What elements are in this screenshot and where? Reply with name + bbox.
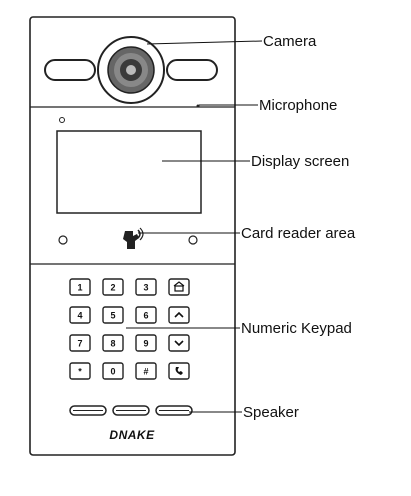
camera-leader [146,40,263,45]
speaker-slot-2 [112,405,150,416]
left-indicator [58,235,68,245]
microphone-label: Microphone [259,97,337,114]
keypad-key[interactable]: 7 [69,334,91,352]
keypad-key-label: 6 [143,311,148,321]
keypad-key-label: * [78,367,82,377]
display-screen [56,130,202,214]
numeric-keypad: 1 2 3 4 5 6 7 8 9 * 0 # [69,278,190,380]
keypad-key-label: # [143,367,148,377]
card-reader-label: Card reader area [241,225,356,242]
keypad-key[interactable]: 9 [135,334,157,352]
phone-icon [175,367,183,375]
microphone-hole [196,104,200,108]
speaker-label: Speaker [243,404,299,421]
keypad-key[interactable]: 5 [102,306,124,324]
keypad-key[interactable]: 8 [102,334,124,352]
camera-label: Camera [263,33,317,50]
keypad-key[interactable]: 4 [69,306,91,324]
keypad-key[interactable]: 0 [102,362,124,380]
right-indicator [188,235,198,245]
brand-logo: DNAKE [109,428,155,442]
display-label: Display screen [251,153,349,170]
keypad-key[interactable] [168,362,190,380]
chevron-up-icon [174,311,184,318]
speaker-slot-1 [69,405,107,416]
status-led [59,117,65,123]
keypad-key-label: 8 [110,339,115,349]
keypad-key[interactable]: 1 [69,278,91,296]
keypad-key[interactable] [168,278,190,296]
keypad-key-label: 9 [143,339,148,349]
keypad-key[interactable]: * [69,362,91,380]
building-icon [173,281,185,292]
card-reader-icon [123,227,144,249]
keypad-key-label: 4 [77,311,82,321]
keypad-key[interactable] [168,306,190,324]
keypad-key[interactable]: 3 [135,278,157,296]
keypad-label: Numeric Keypad [241,320,352,337]
chevron-down-icon [174,340,184,347]
keypad-key[interactable] [168,334,190,352]
camera-module [44,36,218,104]
speaker-grille [69,405,193,416]
keypad-key[interactable]: # [135,362,157,380]
keypad-key-label: 3 [143,283,148,293]
keypad-key-label: 1 [77,283,82,293]
keypad-key-label: 5 [110,311,115,321]
left-light-slot [44,59,96,81]
keypad-key-label: 0 [110,367,115,377]
right-light-slot [166,59,218,81]
speaker-slot-3 [155,405,193,416]
keypad-key[interactable]: 2 [102,278,124,296]
keypad-key-label: 2 [110,283,115,293]
keypad-key[interactable]: 6 [135,306,157,324]
keypad-key-label: 7 [77,339,82,349]
